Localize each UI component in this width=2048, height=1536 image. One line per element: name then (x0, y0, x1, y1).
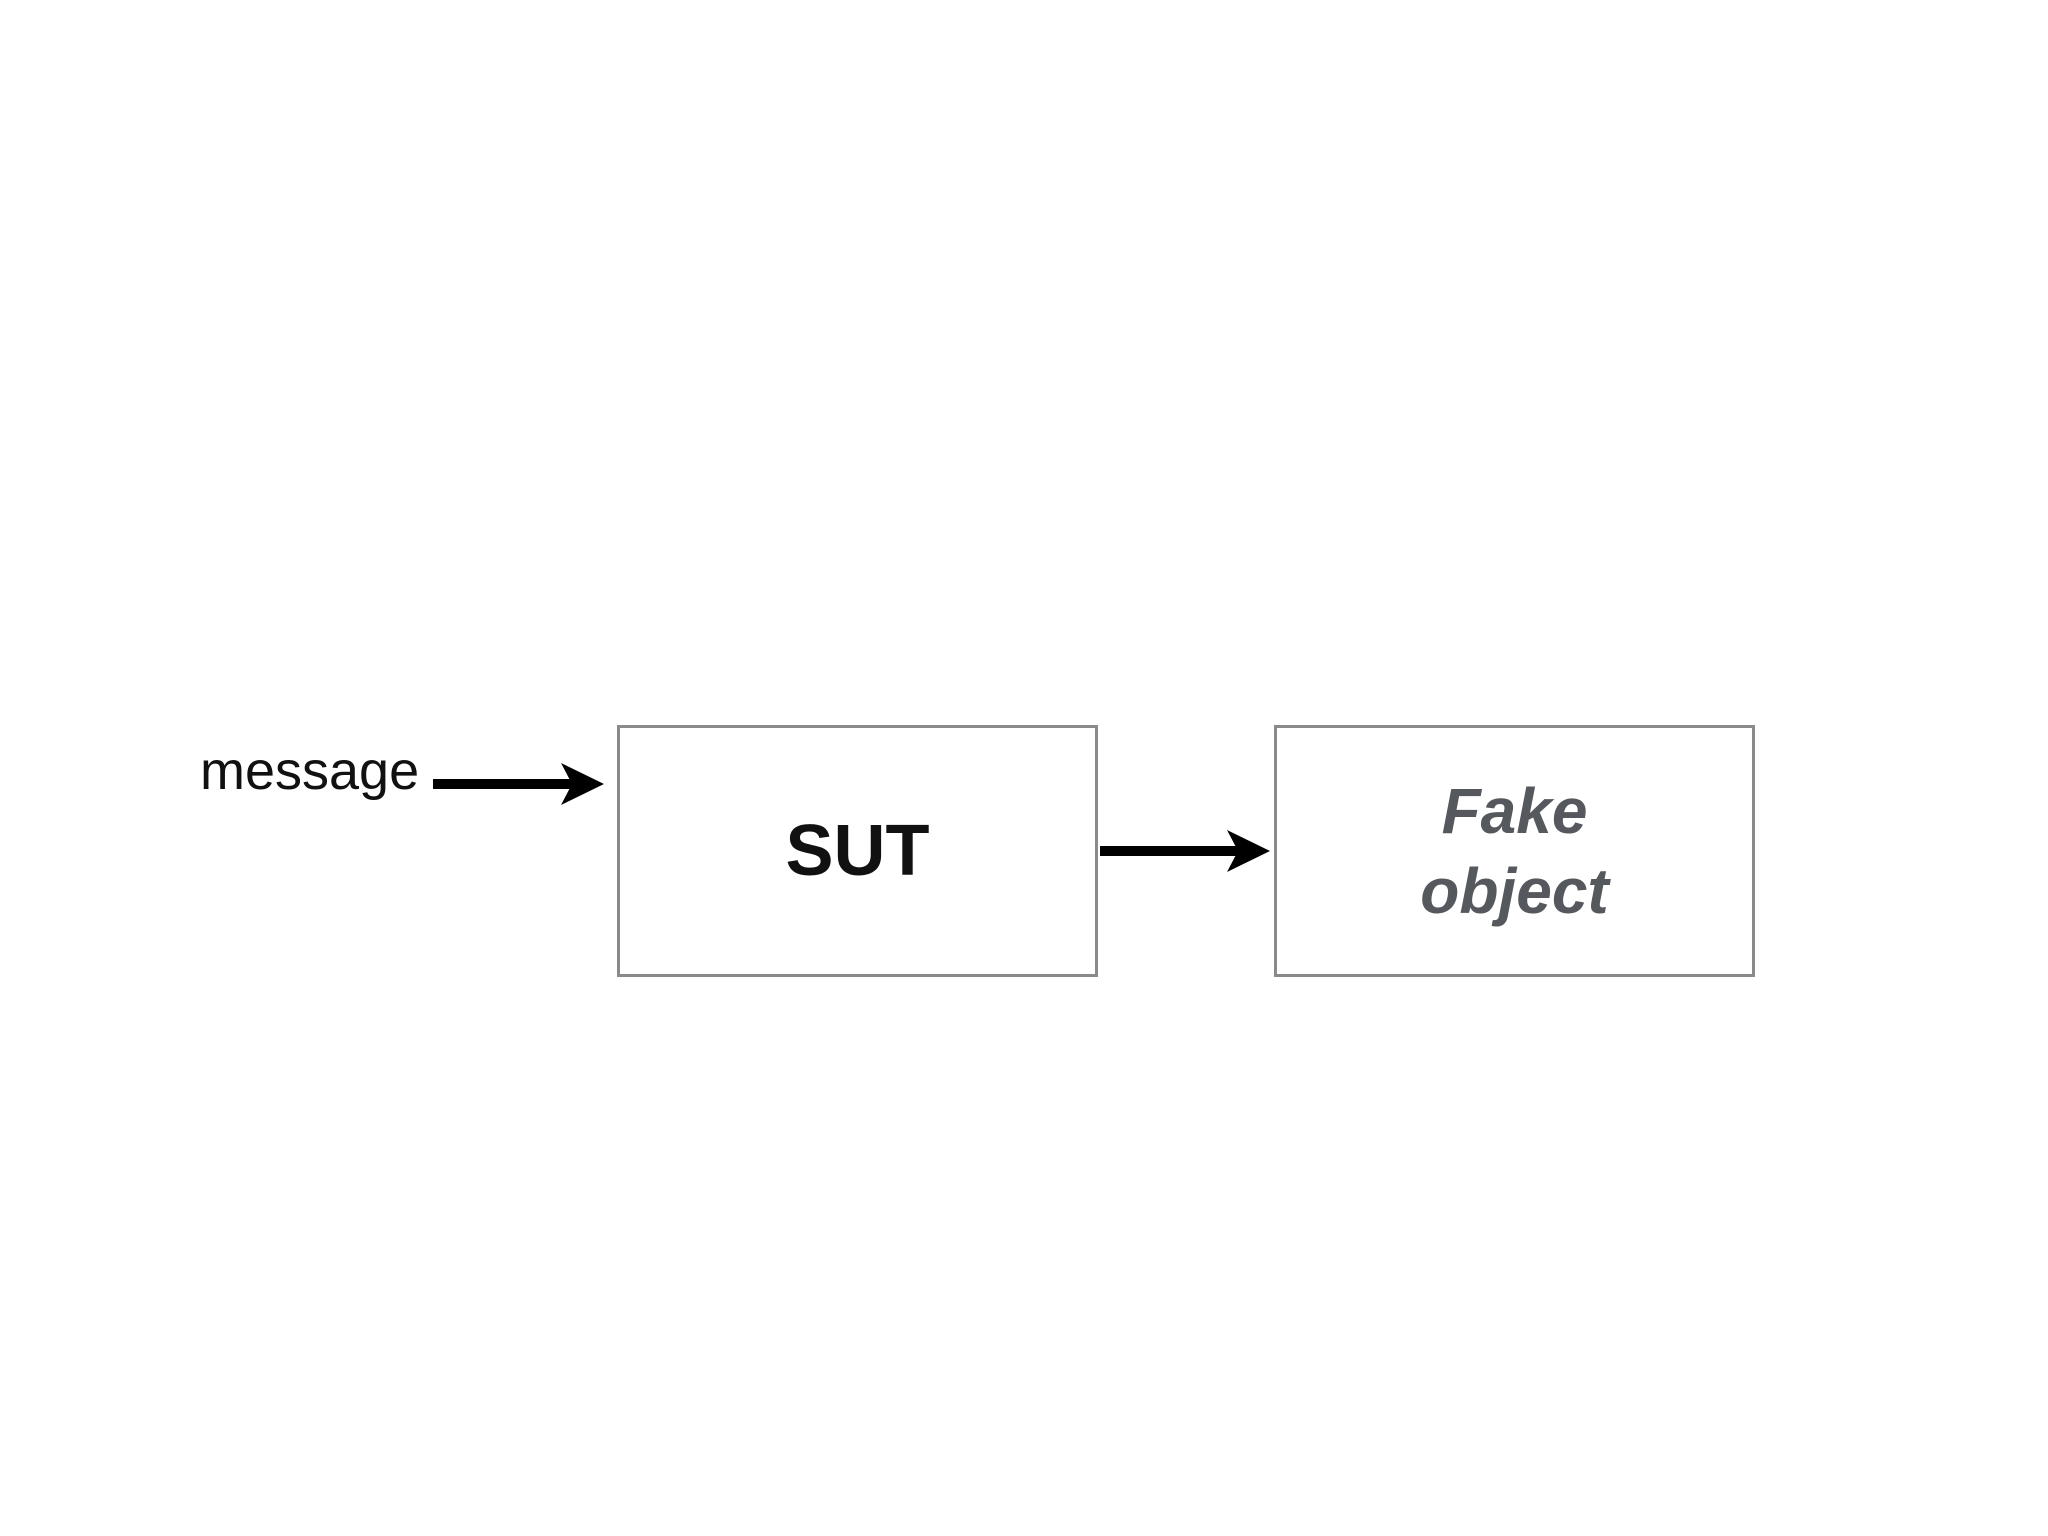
fake-object-label-line2: object (1420, 855, 1609, 927)
message-arrow (433, 763, 604, 805)
message-label: message (200, 741, 420, 801)
fake-object-label: Fake object (1420, 771, 1608, 931)
fake-object-box: Fake object (1274, 725, 1755, 977)
sut-label: SUT (785, 811, 930, 891)
sut-to-fake-arrow (1100, 830, 1270, 872)
sut-to-fake-arrow-head (1227, 830, 1270, 872)
sut-box: SUT (617, 725, 1098, 977)
message-arrow-head (561, 763, 604, 805)
fake-object-label-line1: Fake (1441, 775, 1588, 847)
